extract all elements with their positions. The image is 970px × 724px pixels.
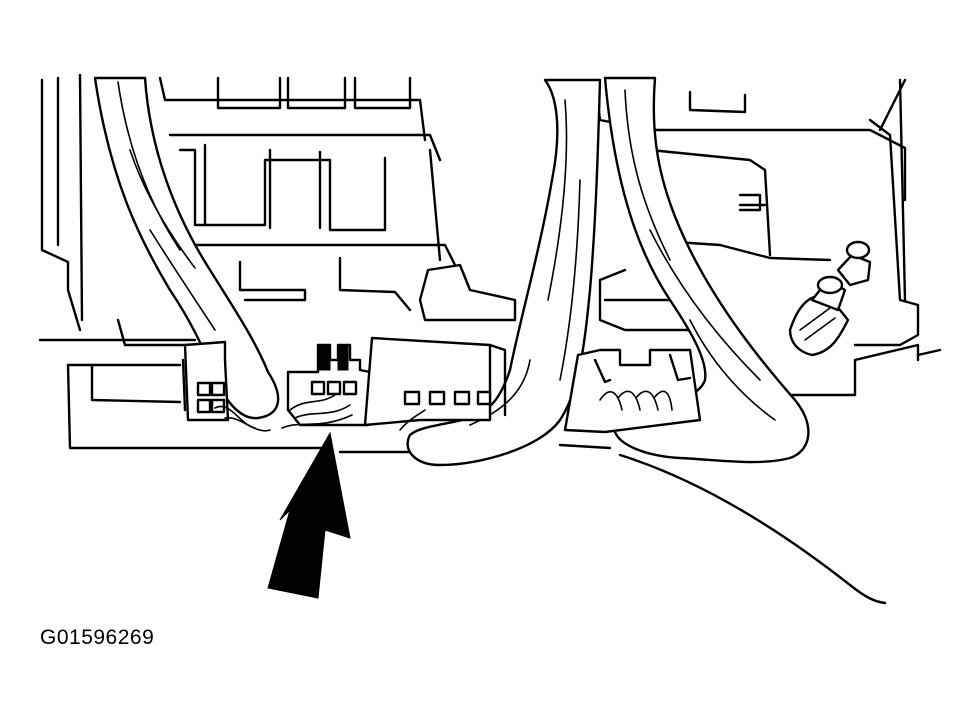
figure-code: G01596269	[40, 626, 155, 649]
wire-harness-center	[406, 78, 602, 467]
fuse-relay-panel	[38, 73, 942, 454]
pointer-arrow	[267, 431, 351, 599]
connector-left	[181, 340, 271, 432]
connector-center	[363, 336, 507, 431]
wire-harness-right	[603, 76, 887, 605]
connector-right	[563, 348, 702, 434]
wire-harness-left	[93, 76, 280, 420]
connector-target	[281, 343, 372, 429]
threaded-stud	[788, 240, 872, 357]
